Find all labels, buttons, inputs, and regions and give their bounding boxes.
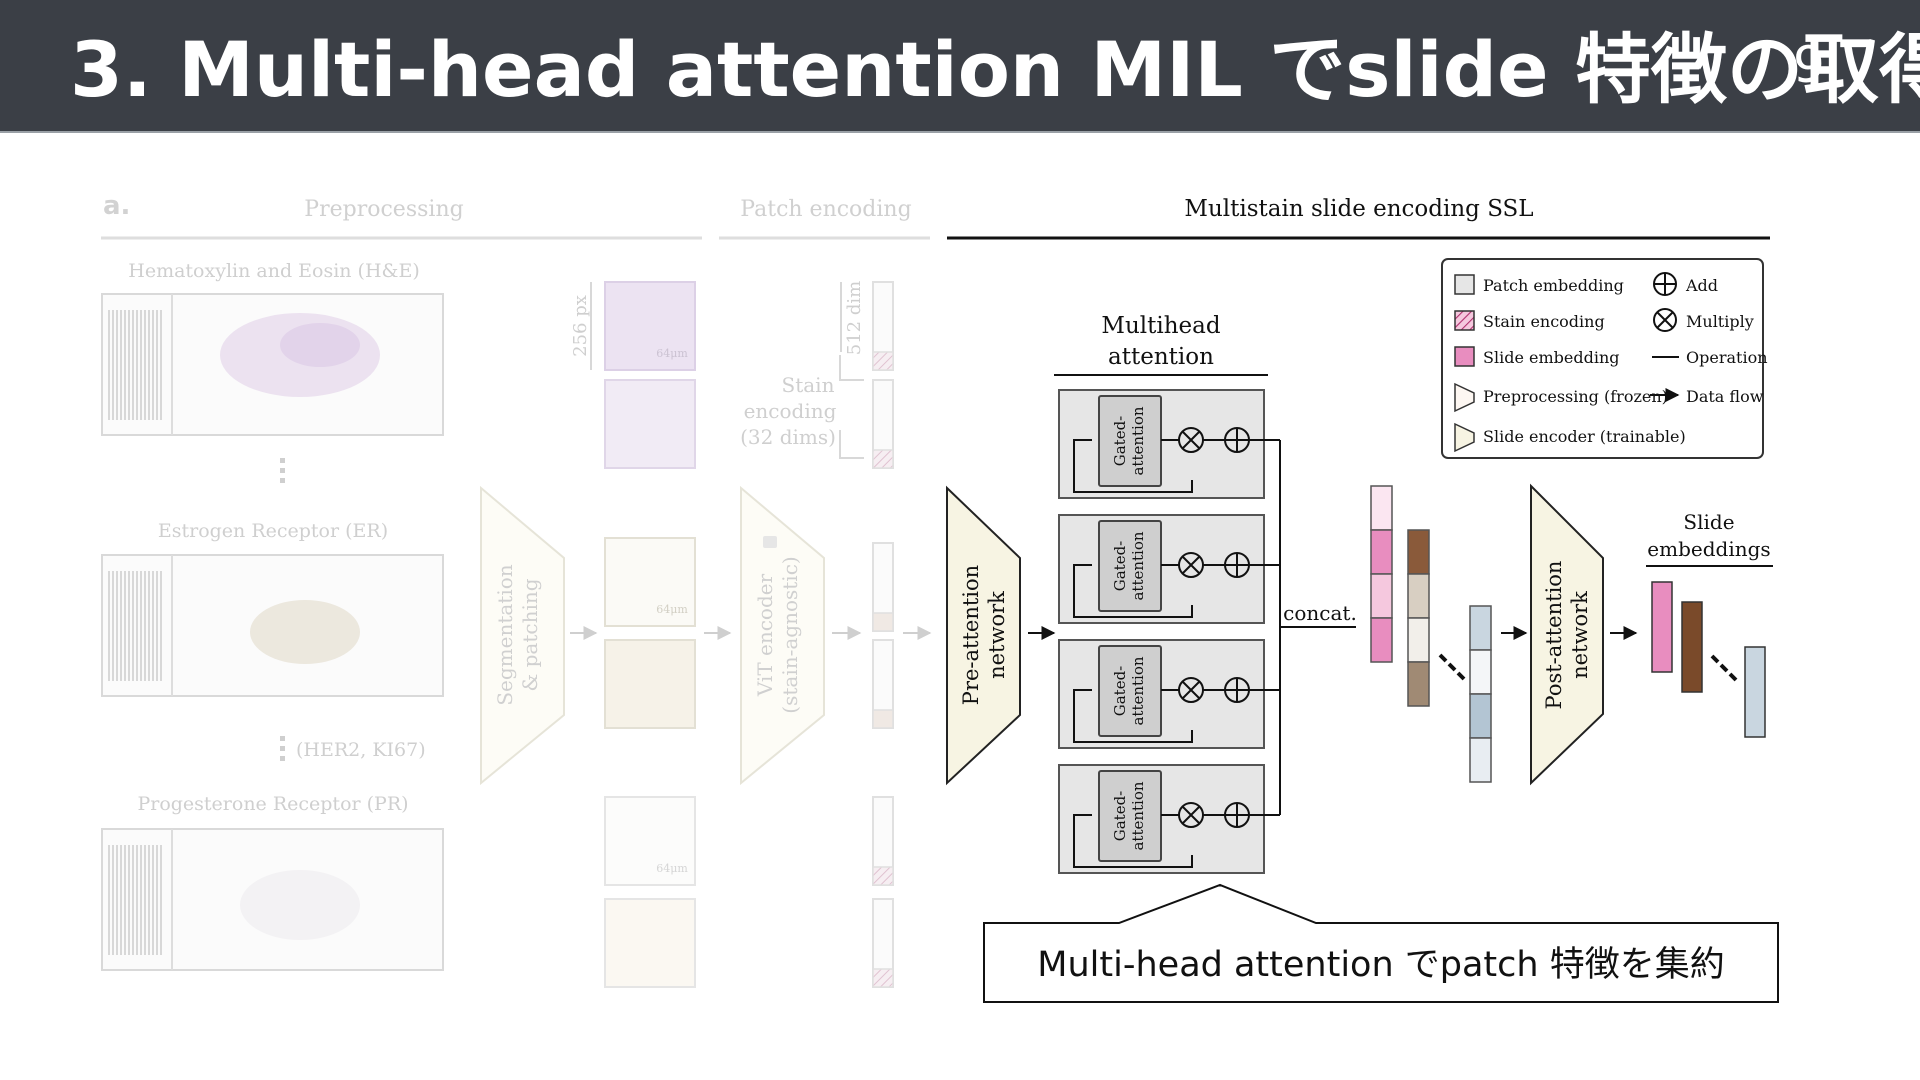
- stain-er-label: Estrogen Receptor (ER): [158, 520, 388, 542]
- concat-column-slate: [1470, 606, 1491, 782]
- vit-label-1: ViT encoder: [753, 573, 777, 697]
- stain-others-label: (HER2, KI67): [296, 739, 426, 761]
- concat-column-pink: [1371, 486, 1392, 662]
- section-patch-encoding: Patch encoding: [740, 197, 911, 222]
- slide-er: [102, 555, 443, 696]
- attention-head-2: Gated- attention: [1059, 515, 1280, 623]
- stain-encoding-label-2: encoding: [744, 399, 837, 423]
- legend-data-flow: Data flow: [1686, 387, 1764, 406]
- concat-label: concat.: [1283, 601, 1357, 625]
- scale-bar-1: 64μm: [656, 347, 688, 360]
- patch-embedding-bars: [873, 282, 893, 987]
- gated-label-1: Gated-: [1111, 791, 1129, 842]
- concat-ellipsis: [1440, 655, 1464, 679]
- legend-add: Add: [1685, 276, 1718, 295]
- faded-preprocessing-area: a. Preprocessing Patch encoding Hematoxy…: [101, 191, 930, 987]
- callout: Multi-head attention でpatch 特徴を集約: [984, 885, 1778, 1002]
- slide-embedding-pink: [1652, 582, 1672, 672]
- legend: Patch embedding Stain encoding Slide emb…: [1442, 259, 1768, 458]
- slide-embedding-slate: [1745, 647, 1765, 737]
- vit-label-2: (stain-agnostic): [778, 556, 802, 713]
- panel-label: a.: [103, 191, 130, 221]
- patch-size-label: 256 px: [570, 295, 591, 357]
- legend-operation: Operation: [1686, 348, 1768, 367]
- gated-label-1: Gated-: [1111, 666, 1129, 717]
- attention-head-1: Gated- attention: [1059, 390, 1280, 498]
- segmentation-label-1: Segmentation: [493, 564, 517, 705]
- scale-bar-2: 64μm: [656, 603, 688, 616]
- stain-he-label: Hematoxylin and Eosin (H&E): [128, 260, 419, 282]
- pre-attention-label-1: Pre-attention: [959, 565, 983, 705]
- legend-slide-encoder-trainable: Slide encoder (trainable): [1483, 427, 1686, 446]
- attention-head-4: Gated- attention: [1059, 765, 1280, 873]
- slide-embeddings-label-2: embeddings: [1647, 537, 1770, 561]
- gated-label-2: attention: [1129, 656, 1147, 725]
- stain-pr-label: Progesterone Receptor (PR): [137, 793, 408, 815]
- slide-embedding-brown: [1682, 602, 1702, 692]
- section-preprocessing: Preprocessing: [304, 197, 463, 222]
- post-attention-label-2: network: [1568, 591, 1592, 679]
- gated-label-2: attention: [1129, 406, 1147, 475]
- patch-tiles: 64μm 64μm 64μm: [605, 282, 695, 987]
- gated-label-2: attention: [1129, 531, 1147, 600]
- legend-slide-embedding: Slide embedding: [1483, 348, 1620, 367]
- multihead-label-2: attention: [1108, 344, 1214, 370]
- pre-attention-network: [947, 488, 1020, 783]
- attention-head-3: Gated- attention: [1059, 640, 1280, 748]
- callout-text: Multi-head attention でpatch 特徴を集約: [1037, 945, 1724, 985]
- gated-label-1: Gated-: [1111, 541, 1129, 592]
- pre-attention-label-2: network: [985, 591, 1009, 679]
- legend-stain-encoding-swatch: [1455, 311, 1474, 330]
- legend-patch-embedding-swatch: [1455, 275, 1474, 294]
- legend-slide-embedding-swatch: [1455, 347, 1474, 366]
- legend-preprocessing-frozen: Preprocessing (frozen): [1483, 387, 1668, 406]
- post-attention-label-1: Post-attention: [1542, 561, 1566, 710]
- gated-label-1: Gated-: [1111, 416, 1129, 467]
- stain-encoding-label-1: Stain: [782, 373, 835, 397]
- slide-embeddings-label-1: Slide: [1683, 510, 1734, 534]
- segmentation-label-2: & patching: [518, 578, 542, 691]
- stain-encoding-pointer-2: [840, 430, 864, 458]
- slide-pr: [102, 829, 443, 970]
- legend-patch-embedding: Patch embedding: [1483, 276, 1624, 295]
- legend-stain-encoding: Stain encoding: [1483, 312, 1605, 331]
- lock-icon: [763, 536, 777, 548]
- embedding-dim-label: 512 dim: [844, 281, 865, 355]
- gated-label-2: attention: [1129, 781, 1147, 850]
- stain-encoding-pointer-1: [840, 355, 864, 380]
- stain-encoding-label-3: (32 dims): [740, 425, 836, 449]
- legend-multiply: Multiply: [1686, 312, 1754, 331]
- scale-bar-3: 64μm: [656, 862, 688, 875]
- multihead-label-1: Multihead: [1101, 313, 1220, 339]
- section-ssl: Multistain slide encoding SSL: [1184, 196, 1533, 222]
- output-ellipsis: [1712, 656, 1736, 680]
- ssl-section: Multistain slide encoding SSL Pre-attent…: [947, 196, 1773, 873]
- slide-he: [102, 294, 443, 435]
- concat-column-brown: [1408, 530, 1429, 706]
